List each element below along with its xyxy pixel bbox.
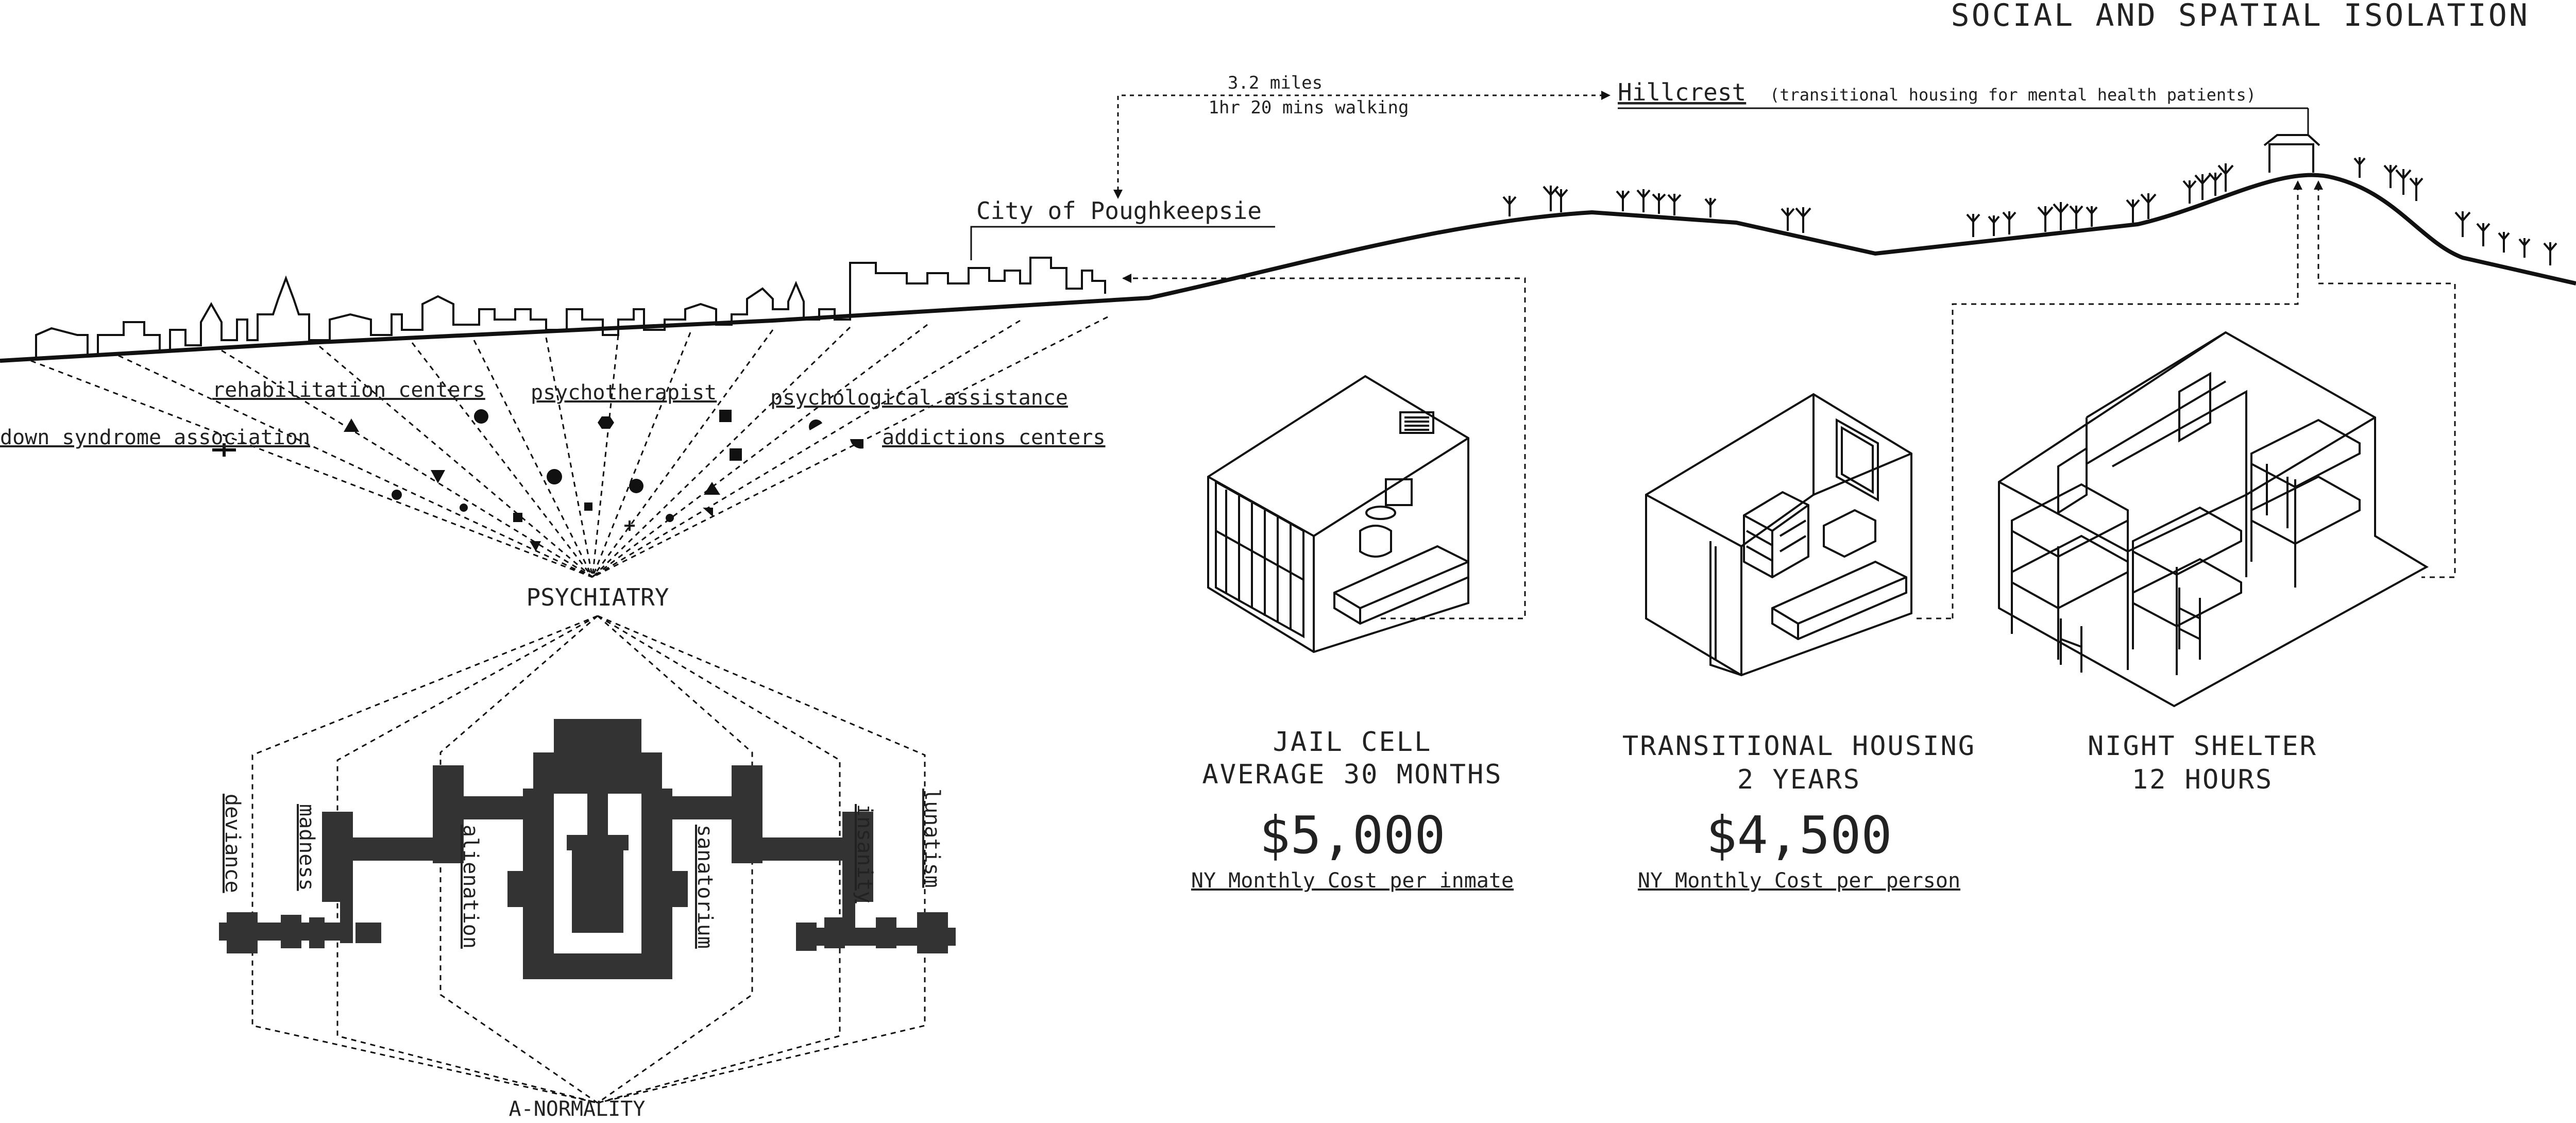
term-lunatism: lunatism [920, 789, 944, 888]
label-addictions: addictions centers [882, 426, 1105, 449]
hexagon-marker-icon [598, 416, 614, 429]
hillcrest-desc: (transitional housing for mental health … [1770, 85, 2256, 105]
plus-marker-icon [212, 443, 236, 457]
down-triangle-marker-icon [431, 470, 445, 483]
arrow-to-house-right-icon [2314, 180, 2323, 190]
arrow-to-skyline-icon [1122, 274, 1131, 283]
terrain-line [0, 173, 2576, 363]
half-circle-marker-icon [809, 420, 823, 430]
distance-walking: 1hr 20 mins walking [1209, 97, 1409, 118]
city-label: City of Poughkeepsie [976, 197, 1262, 225]
dot-marker-icon [392, 490, 402, 500]
label-psychological: psychological assistance [770, 386, 1068, 410]
transitional-room-drawing [1645, 393, 1912, 677]
jail-duration: AVERAGE 30 MONTHS [1202, 759, 1502, 790]
psychiatry-label: PSYCHIATRY [527, 583, 669, 611]
circle-marker-2-icon [547, 469, 562, 484]
triangle-marker-icon [344, 418, 359, 432]
term-madness: madness [295, 804, 318, 891]
circle-marker-3-icon [629, 479, 643, 493]
arrow-to-city-icon [1113, 190, 1123, 199]
hillcrest-name: Hillcrest [1618, 78, 1746, 106]
transitional-duration: 2 YEARS [1737, 764, 1861, 795]
label-rehabilitation: rehabilitation centers [212, 378, 485, 402]
hillcrest-label: Hillcrest (transitional housing for ment… [1618, 78, 2256, 106]
shelter-room-drawing [1998, 331, 2429, 708]
arrow-to-house-left-icon [2293, 180, 2302, 190]
service-markers [212, 409, 863, 551]
small-plus-marker-icon [624, 521, 635, 531]
psychiatry-fan [30, 316, 1108, 578]
square-marker-icon [719, 410, 732, 422]
room-connectors [1123, 186, 2456, 619]
wedge-marker-icon [530, 541, 541, 551]
anormality-label: A-NORMALITY [509, 1097, 646, 1121]
term-alienation: alienation [459, 825, 482, 949]
dot-marker-2-icon [460, 504, 468, 512]
shelter-duration: 12 HOURS [2132, 764, 2273, 795]
triangle-marker-2-icon [704, 482, 720, 495]
small-square-marker-2-icon [584, 502, 592, 511]
small-square-marker-icon [513, 513, 522, 522]
term-sanatorium: sanatorium [693, 825, 717, 949]
label-psychotherapist: psychotherapist [531, 381, 717, 405]
transitional-title: TRANSITIONAL HOUSING [1622, 731, 1976, 762]
jail-cost-note: NY Monthly Cost per inmate [1191, 869, 1514, 893]
city-label-leader [970, 226, 1275, 260]
hillcrest-house-icon [2263, 134, 2320, 173]
page-title: SOCIAL AND SPATIAL ISOLATION [1951, 0, 2530, 33]
term-insanity: insanity [853, 804, 876, 903]
label-down-syndrome: down syndrome association [0, 426, 310, 449]
shelter-title: NIGHT SHELTER [2088, 731, 2317, 762]
term-deviance: deviance [221, 794, 244, 893]
half-marker-icon [703, 508, 713, 517]
quarter-marker-icon [850, 439, 863, 449]
dot-marker-3-icon [666, 514, 674, 522]
arrow-to-hillcrest-icon [1601, 91, 1611, 100]
square-marker-2-icon [730, 448, 742, 461]
transitional-cost: $4,500 [1706, 805, 1892, 865]
distance-miles: 3.2 miles [1228, 73, 1323, 93]
circle-marker-icon [474, 409, 488, 424]
jail-cell-drawing [1207, 375, 1469, 653]
tree-group [1502, 157, 2557, 265]
jail-cost: $5,000 [1259, 805, 1445, 865]
asylum-floorplan [219, 719, 956, 979]
city-skyline [35, 257, 1106, 359]
transitional-cost-note: NY Monthly Cost per person [1638, 869, 1960, 893]
jail-title: JAIL CELL [1273, 727, 1432, 758]
